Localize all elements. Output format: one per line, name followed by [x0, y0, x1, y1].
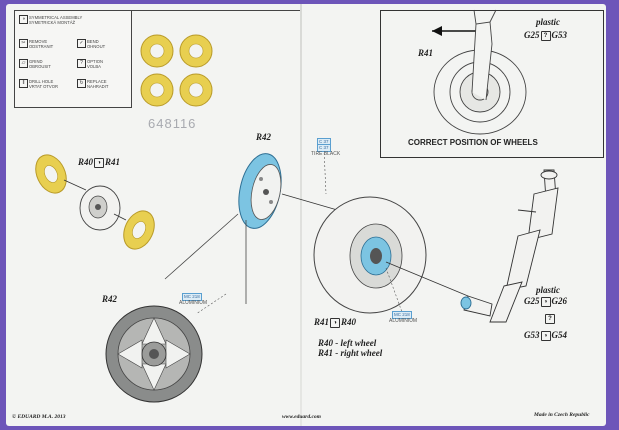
legend-text: VRTAT OTVOR	[29, 84, 59, 89]
strut-row-1: G25◑G26	[524, 296, 567, 307]
part-number: G54	[551, 330, 568, 340]
part-number: G53	[524, 330, 540, 340]
part-number: R41	[105, 157, 121, 167]
main-wheel	[313, 196, 469, 314]
legend-text: DRILL HOLE	[29, 79, 54, 84]
inset-part-label: R41	[418, 48, 434, 58]
symbol-legend: ◑ SYMMETRICAL ASSEMBLY SYMETRICKÁ MONTÁŽ…	[14, 10, 132, 108]
part-number: G26	[551, 296, 568, 306]
option-icon: ?	[77, 59, 86, 68]
replace-icon: ↻	[77, 79, 86, 88]
symmetry-icon: ◑	[540, 330, 551, 341]
legend-text: OPTION	[87, 59, 104, 64]
landing-gear-strut	[460, 169, 559, 323]
legend-text: SYMETRICKÁ MONTÁŽ	[29, 20, 76, 25]
legend-text: OBROUSIT	[29, 64, 51, 69]
part-number: R40	[341, 317, 357, 327]
part-number: G25	[524, 30, 540, 40]
paint-name-hub: ALUMINIUM	[389, 318, 418, 324]
paint-name-tire: TIRE BLACK	[311, 151, 341, 157]
paint-tag-tire-sub: C 37	[317, 144, 331, 152]
legend-text: SYMMETRICAL ASSEMBLY	[29, 15, 83, 20]
footer-copyright: © EDUARD M.A. 2013	[12, 414, 66, 420]
inset-material: plastic	[536, 17, 560, 27]
inset-wheel	[432, 9, 527, 135]
main-wheel-labels: R41◑R40	[314, 317, 356, 328]
inset-caption: CORRECT POSITION OF WHEELS	[408, 138, 538, 147]
symmetry-icon: ◑	[19, 15, 28, 24]
instruction-sheet: ◑ SYMMETRICAL ASSEMBLY SYMETRICKÁ MONTÁŽ…	[6, 4, 606, 426]
etch-fret	[140, 34, 213, 107]
strut-option: ?	[544, 313, 556, 324]
legend-text: REPLACE	[87, 79, 107, 84]
paint-tag-zoom: MC 218	[182, 293, 202, 301]
fret-frame	[132, 10, 300, 11]
strut-row-2: G53◑G54	[524, 330, 567, 341]
strut-material: plastic	[536, 285, 560, 295]
grind-icon: ▱	[19, 59, 28, 68]
legend-text: REMOVE	[29, 39, 48, 44]
bend-icon: ✓	[77, 39, 86, 48]
part-number: R40	[78, 157, 94, 167]
legend-text: GRIND	[29, 59, 43, 64]
small-assembly-labels: R40◑R41	[78, 157, 120, 168]
symmetry-icon: ◑	[540, 296, 551, 307]
option-icon: ?	[540, 30, 551, 41]
part-number: G53	[551, 30, 568, 40]
legend-text: BEND	[87, 39, 99, 44]
symmetry-icon: ◑	[94, 157, 105, 168]
drawing-canvas	[35, 9, 559, 403]
inset-frame	[380, 10, 604, 158]
legend-text: OHNOUT	[87, 44, 106, 49]
remove-icon: ✂	[19, 39, 28, 48]
small-wheel-assembly	[35, 154, 155, 250]
inset-part-row: G25?G53	[524, 30, 567, 41]
zoom-part-label: R42	[102, 294, 118, 304]
page-fold	[300, 4, 302, 426]
paint-tag-hub: MC 218	[392, 311, 412, 319]
zoom-callout	[164, 213, 247, 304]
hub-part-label: R42	[256, 132, 272, 142]
option-icon: ?	[545, 313, 555, 324]
footer-made-in: Made in Czech Republic	[534, 412, 590, 418]
part-number: R41	[314, 317, 330, 327]
note-right-wheel: R41 - right wheel	[318, 348, 383, 358]
drill-icon: ‖	[19, 79, 28, 88]
zoom-wheel-detail	[105, 305, 203, 403]
paint-name-zoom: ALUMINIUM	[179, 300, 208, 306]
fret-number: 648116	[148, 116, 197, 131]
legend-text: NAHRADIT	[87, 84, 109, 89]
legend-text: VOLBA	[87, 64, 101, 69]
note-left-wheel: R40 - left wheel	[318, 338, 377, 348]
legend-text: ODSTRANIT	[29, 44, 54, 49]
symmetry-icon: ◑	[330, 317, 341, 328]
footer-url: www.eduard.com	[282, 414, 321, 420]
part-number: G25	[524, 296, 540, 306]
